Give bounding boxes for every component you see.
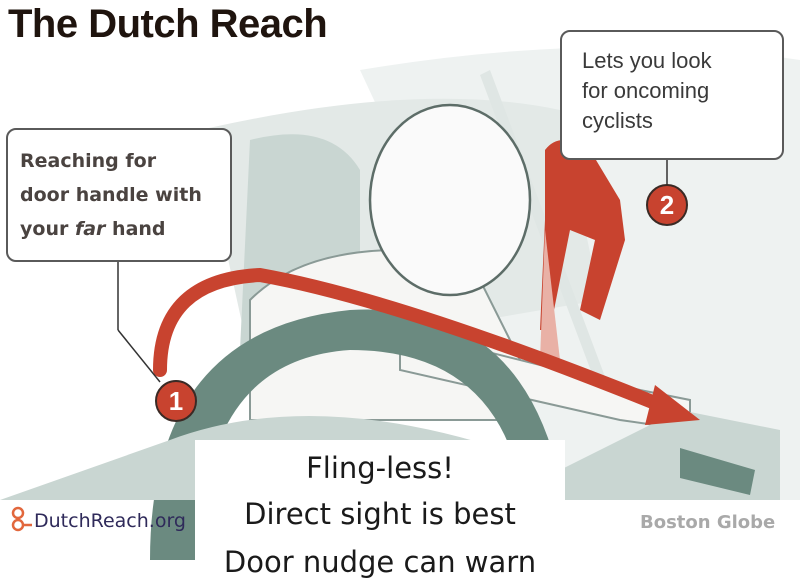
step-1-badge: 1 (155, 380, 197, 422)
logo-text: DutchReach.org (34, 510, 186, 532)
door-handle (680, 448, 755, 495)
reach-arrow (153, 267, 667, 412)
slogan-line-3: Door nudge can warn (223, 545, 537, 579)
person-key-icon (11, 506, 32, 532)
driver-head (368, 103, 532, 297)
callout-1-line-2: door handle with (20, 184, 202, 206)
callout-look: Lets you look for oncoming cyclists (560, 30, 784, 160)
step-2-badge: 2 (646, 184, 688, 226)
callout-2-line-1: Lets you look (582, 48, 712, 73)
callout-1-line-1: Reaching for (20, 150, 157, 172)
callout-2-line-2: for oncoming (582, 78, 710, 103)
callout-reach: Reaching for door handle with your far h… (6, 128, 232, 262)
slogan-line-2: Direct sight is best (244, 497, 516, 531)
steering-wheel (150, 309, 560, 560)
callout-1-line-3: your far hand (20, 218, 166, 240)
credit-boston-globe: Boston Globe (640, 512, 776, 533)
callout-2-line-3: cyclists (582, 108, 653, 133)
page-title: The Dutch Reach (8, 2, 328, 46)
dutchreach-logo: DutchReach.org (10, 506, 186, 536)
cyclist-figure (540, 140, 625, 360)
slogan-line-1: Fling-less! (306, 451, 454, 485)
